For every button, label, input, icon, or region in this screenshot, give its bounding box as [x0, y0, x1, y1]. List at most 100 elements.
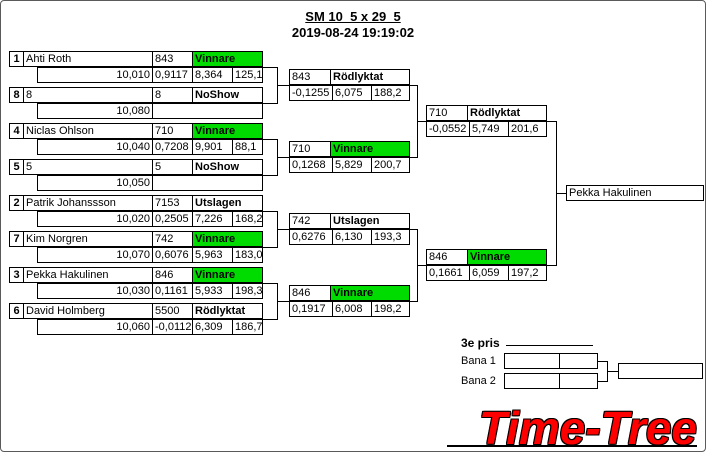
et-box: 7,226	[192, 211, 233, 227]
seed-box: 1	[9, 51, 24, 67]
bracket-line-h	[278, 157, 289, 158]
player-name-box: Ahti Roth	[23, 51, 153, 67]
status-box: Vinnare	[192, 267, 263, 283]
status-box: Vinnare	[192, 123, 263, 139]
et-box: 8,364	[192, 67, 233, 83]
bracket-line-h	[410, 301, 418, 302]
bracket-line-h	[547, 265, 557, 266]
bracket-line-v	[417, 85, 418, 158]
bracket-line-h	[598, 361, 608, 362]
et-box: 5,829	[332, 157, 372, 173]
bracket-line-h	[598, 381, 608, 382]
bracket-line-h	[263, 211, 278, 212]
reaction-box: 0,6276	[289, 229, 333, 245]
bracket-line-v	[277, 283, 278, 320]
player-name-box: Patrik Johanssson	[23, 195, 153, 211]
dial-in-box: 10,060	[37, 319, 153, 335]
car-number-box: 710	[289, 141, 331, 157]
bracket-line-h	[278, 85, 289, 86]
status-box: Vinnare	[330, 141, 410, 157]
seed-box: 8	[9, 87, 24, 103]
status-box: Rödlyktat	[467, 105, 547, 121]
seed-box: 7	[9, 231, 24, 247]
player-name-box: Niclas Ohlson	[23, 123, 153, 139]
reaction-box: 0,1661	[426, 265, 470, 281]
lane1-name-box	[504, 353, 560, 369]
bracket-line-h	[263, 67, 278, 68]
player-name-box: Pekka Hakulinen	[23, 267, 153, 283]
reaction-box: 0,1268	[289, 157, 333, 173]
speed-box: 183,0	[232, 247, 263, 263]
bracket-line-h	[418, 121, 426, 122]
car-number-box: 710	[426, 105, 468, 121]
status-box: Vinnare	[192, 51, 263, 67]
car-number-box: 843	[289, 69, 331, 85]
bracket-line-h	[547, 121, 557, 122]
speed-box: 188,2	[371, 85, 410, 101]
page-title: SM 10 5 x 29 5	[305, 9, 401, 24]
status-box: Vinnare	[330, 285, 410, 301]
bracket-line-h	[410, 229, 418, 230]
speed-box: 88,1	[232, 139, 263, 155]
car-number-box: 846	[152, 267, 193, 283]
bracket-line-h	[278, 301, 289, 302]
bracket-line-h	[557, 193, 566, 194]
seed-box: 4	[9, 123, 24, 139]
reaction-box: 0,6076	[152, 247, 193, 263]
speed-box: 198,3	[232, 283, 263, 299]
lane1-label: Bana 1	[461, 355, 496, 367]
bracket-line-v	[607, 361, 608, 382]
seed-box: 3	[9, 267, 24, 283]
et-box: 6,008	[332, 301, 372, 317]
status-box: Vinnare	[467, 249, 547, 265]
et-box: 6,130	[332, 229, 372, 245]
bracket-line-v	[556, 121, 557, 266]
empty-stats-box	[152, 103, 263, 119]
lane2-label: Bana 2	[461, 375, 496, 387]
status-box: Utslagen	[330, 213, 410, 229]
car-number-box: 742	[289, 213, 331, 229]
speed-box: 125,1	[232, 67, 263, 83]
lane2-name-box	[504, 373, 560, 389]
player-name-box: 8	[23, 87, 153, 103]
speed-box: 197,2	[508, 265, 547, 281]
car-number-box: 846	[426, 249, 468, 265]
seed-box: 6	[9, 303, 24, 319]
car-number-box: 5500	[152, 303, 193, 319]
page-datetime: 2019-08-24 19:19:02	[291, 25, 415, 40]
reaction-box: 0,1917	[289, 301, 333, 317]
player-name-box: David Holmberg	[23, 303, 153, 319]
status-box: Rödlyktat	[192, 303, 263, 319]
et-box: 6,075	[332, 85, 372, 101]
dial-in-box: 10,050	[37, 175, 153, 191]
bracket-line-v	[277, 211, 278, 248]
et-box: 5,933	[192, 283, 233, 299]
car-number-box: 843	[152, 51, 193, 67]
reaction-box: -0,0552	[426, 121, 470, 137]
status-box: NoShow	[192, 87, 263, 103]
car-number-box: 7153	[152, 195, 193, 211]
speed-box: 193,3	[371, 229, 410, 245]
third-prize-title: 3e pris	[461, 336, 500, 350]
speed-box: 198,2	[371, 301, 410, 317]
bracket-line-h	[263, 175, 278, 176]
dial-in-box: 10,030	[37, 283, 153, 299]
reaction-box: -0,1255	[289, 85, 333, 101]
bracket-line-h	[608, 371, 618, 372]
lane2-result-box	[559, 373, 598, 389]
car-number-box: 846	[289, 285, 331, 301]
et-box: 5,963	[192, 247, 233, 263]
reaction-box: -0,0112	[152, 319, 193, 335]
dial-in-box: 10,020	[37, 211, 153, 227]
et-box: 6,309	[192, 319, 233, 335]
dial-in-box: 10,070	[37, 247, 153, 263]
reaction-box: 0,7208	[152, 139, 193, 155]
car-number-box: 742	[152, 231, 193, 247]
empty-stats-box	[152, 175, 263, 191]
status-box: NoShow	[192, 159, 263, 175]
reaction-box: 0,1161	[152, 283, 193, 299]
dial-in-box: 10,010	[37, 67, 153, 83]
bracket-line-h	[410, 85, 418, 86]
car-number-box: 710	[152, 123, 193, 139]
